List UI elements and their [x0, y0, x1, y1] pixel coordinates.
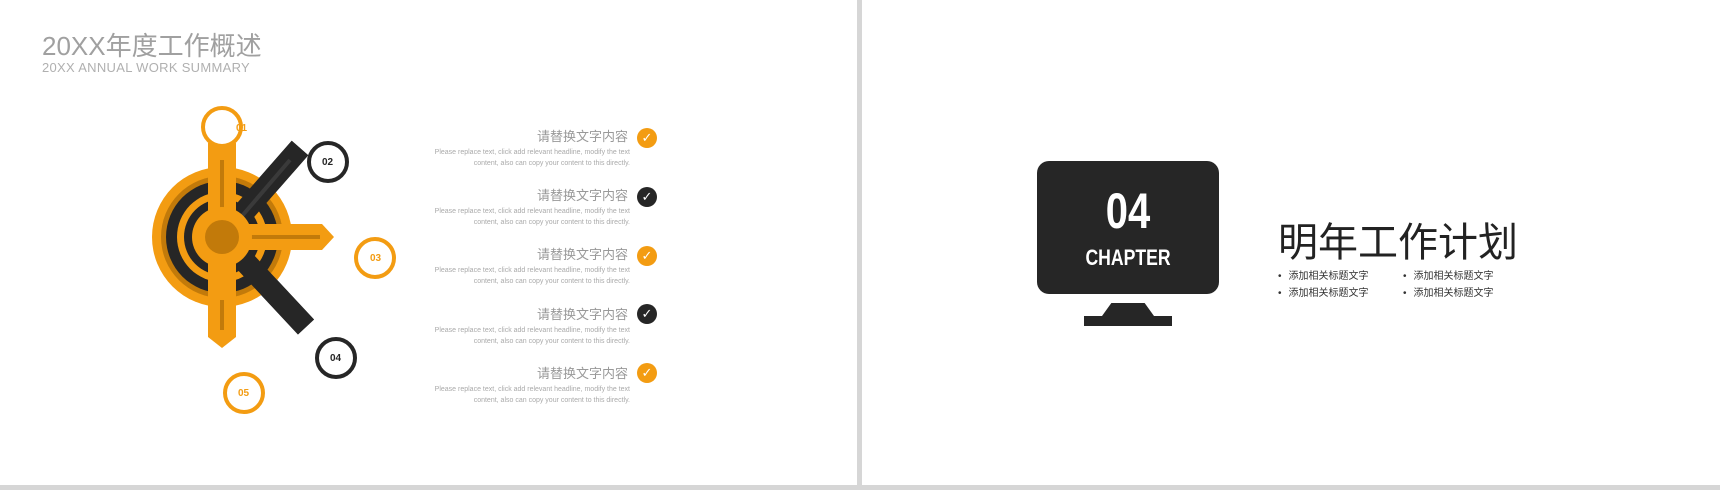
bullet-item: 添加相关标题文字	[1403, 284, 1494, 299]
chapter-title: 明年工作计划	[1278, 221, 1518, 265]
item-description: Please replace text, click add relevant …	[434, 149, 630, 167]
node-label-05: 05	[238, 388, 250, 399]
radial-diagram	[152, 106, 396, 414]
node-04	[315, 337, 357, 379]
chapter-number: 04	[1105, 183, 1151, 239]
list-item: 请替换文字内容 Please replace text, click add re…	[420, 363, 630, 406]
node-01	[201, 106, 243, 148]
bullet-item: 添加相关标题文字	[1278, 284, 1369, 299]
check-icon: ✓	[637, 363, 657, 383]
node-label-04: 04	[330, 353, 342, 364]
node-label-03: 03	[370, 253, 382, 264]
item-heading: 请替换文字内容	[536, 366, 628, 381]
item-description: Please replace text, click add relevant …	[434, 208, 630, 226]
node-05	[223, 372, 265, 414]
slide-subtitle: 20XX ANNUAL WORK SUMMARY	[42, 60, 251, 75]
bullet-item: 添加相关标题文字	[1403, 267, 1494, 282]
item-description: Please replace text, click add relevant …	[434, 386, 630, 404]
list-item: 请替换文字内容 Please replace text, click add re…	[420, 244, 630, 287]
item-heading: 请替换文字内容	[536, 307, 628, 322]
list-item: 请替换文字内容 Please replace text, click add re…	[420, 185, 630, 228]
list-item: 请替换文字内容 Please replace text, click add re…	[420, 304, 630, 347]
slide-annual-summary: 20XX年度工作概述 20XX ANNUAL WORK SUMMARY 01 0…	[0, 0, 857, 485]
node-03	[354, 237, 396, 279]
check-icon: ✓	[637, 246, 657, 266]
slide-title: 20XX年度工作概述	[42, 31, 262, 61]
node-label-01: 01	[236, 123, 248, 134]
item-heading: 请替换文字内容	[536, 129, 628, 144]
item-description: Please replace text, click add relevant …	[434, 267, 630, 285]
center-hub	[205, 220, 239, 254]
item-heading: 请替换文字内容	[536, 188, 628, 203]
chapter-label: CHAPTER	[1085, 245, 1171, 270]
bullet-item: 添加相关标题文字	[1278, 267, 1369, 282]
node-02	[307, 141, 349, 183]
slide-chapter-04	[862, 0, 1720, 485]
node-label-02: 02	[322, 157, 334, 168]
list-item: 请替换文字内容 Please replace text, click add re…	[420, 126, 630, 169]
check-icon: ✓	[637, 128, 657, 148]
check-icon: ✓	[637, 187, 657, 207]
check-icon: ✓	[637, 304, 657, 324]
item-heading: 请替换文字内容	[536, 247, 628, 262]
item-description: Please replace text, click add relevant …	[434, 327, 630, 345]
